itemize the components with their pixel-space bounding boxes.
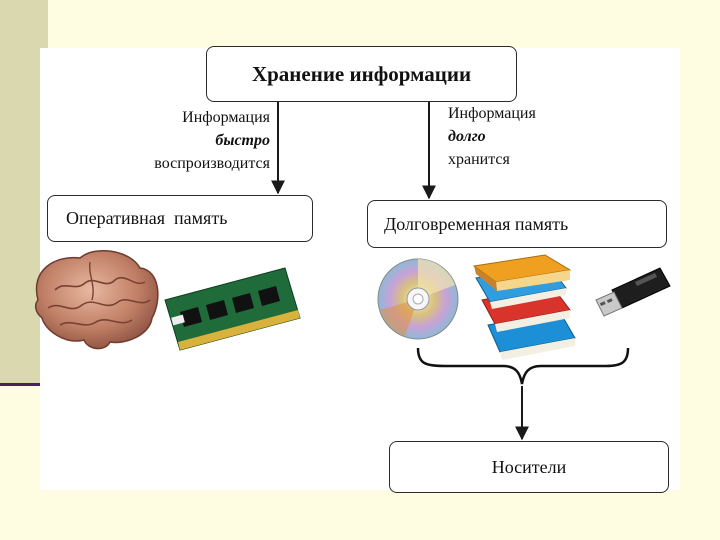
note-line: хранится <box>448 151 510 168</box>
fast-recall-note: Информация быстро воспроизводится <box>100 106 270 175</box>
books-icon <box>472 254 576 360</box>
diagram-panel <box>40 48 680 490</box>
note-line: воспроизводится <box>154 155 270 172</box>
long-storage-note: Информация долго хранится <box>448 102 608 171</box>
ram-label: Оперативная память <box>66 208 228 228</box>
media-box: Носители <box>389 441 669 493</box>
long-term-memory-box: Долговременная память <box>367 200 667 248</box>
title-text: Хранение информации <box>251 61 472 86</box>
note-emphasis: долго <box>448 128 486 145</box>
media-bracket <box>416 347 630 385</box>
ram-module-icon <box>164 267 301 351</box>
media-label: Носители <box>491 456 567 477</box>
decorative-side-line <box>0 383 40 386</box>
usb-flash-drive-icon <box>595 267 671 317</box>
note-line: Информация <box>182 109 270 126</box>
cd-disc-icon <box>377 258 459 340</box>
brain-icon <box>34 250 159 350</box>
title-box: Хранение информации <box>206 46 517 102</box>
long-term-memory-label: Долговременная память <box>384 213 569 234</box>
ram-box: Оперативная память <box>47 195 313 242</box>
note-line: Информация <box>448 105 536 122</box>
note-emphasis: быстро <box>215 132 270 149</box>
